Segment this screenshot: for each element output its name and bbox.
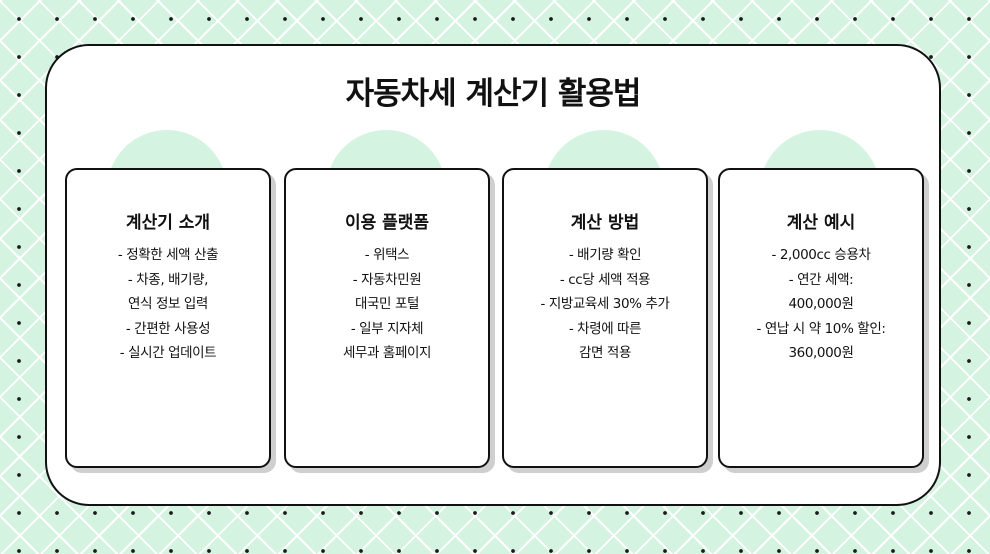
card-list: - 2,000cc 승용차 - 연간 세액: 400,000원 - 연납 시 약…: [720, 243, 922, 366]
info-card: 계산 방법 - 배기량 확인 - cc당 세액 적용 - 지방교육세 30% 추…: [502, 168, 708, 468]
list-item: 연식 정보 입력: [128, 296, 208, 312]
card-calc-method: 계산 방법 - 배기량 확인 - cc당 세액 적용 - 지방교육세 30% 추…: [502, 130, 708, 468]
list-item: - 차령에 따른: [568, 320, 642, 337]
card-heading: 계산기 소개: [125, 213, 211, 233]
card-calc-example: 계산 예시 - 2,000cc 승용차 - 연간 세액: 400,000원 - …: [718, 130, 924, 468]
list-item: - 일부 지자체: [350, 320, 424, 337]
list-item: 360,000원: [788, 345, 854, 361]
card-list: - 배기량 확인 - cc당 세액 적용 - 지방교육세 30% 추가 - 차령…: [504, 243, 706, 366]
list-item: 대국민 포털: [355, 296, 419, 312]
list-item: 400,000원: [788, 296, 854, 312]
card-list: - 위택스 - 자동차민원 대국민 포털 - 일부 지자체 세무과 홈페이지: [286, 243, 488, 366]
card-platforms: 이용 플랫폼 - 위택스 - 자동차민원 대국민 포털 - 일부 지자체 세무과…: [284, 130, 490, 468]
info-card: 이용 플랫폼 - 위택스 - 자동차민원 대국민 포털 - 일부 지자체 세무과…: [284, 168, 490, 468]
page-title: 자동차세 계산기 활용법: [345, 76, 642, 112]
list-item: - 연간 세액:: [788, 271, 854, 288]
list-item: 감면 적용: [579, 345, 631, 361]
card-heading: 이용 플랫폼: [344, 213, 430, 233]
list-item: - cc당 세액 적용: [559, 271, 651, 288]
list-item: - 2,000cc 승용차: [771, 247, 871, 263]
list-item: - 자동차민원: [352, 271, 422, 288]
main-panel: 자동차세 계산기 활용법 계산기 소개 - 정확한 세액 산출 - 차종, 배기…: [45, 44, 941, 506]
list-item: 세무과 홈페이지: [342, 345, 432, 361]
list-item: - 위택스: [364, 247, 410, 263]
info-card: 계산 예시 - 2,000cc 승용차 - 연간 세액: 400,000원 - …: [718, 168, 924, 468]
card-heading: 계산 예시: [786, 213, 856, 233]
card-calculator-intro: 계산기 소개 - 정확한 세액 산출 - 차종, 배기량, 연식 정보 입력 -…: [65, 130, 271, 468]
card-heading: 계산 방법: [570, 213, 640, 233]
list-item: - 정확한 세액 산출: [117, 247, 219, 263]
list-item: - 배기량 확인: [568, 247, 642, 263]
card-list: - 정확한 세액 산출 - 차종, 배기량, 연식 정보 입력 - 간편한 사용…: [67, 243, 269, 366]
info-card: 계산기 소개 - 정확한 세액 산출 - 차종, 배기량, 연식 정보 입력 -…: [65, 168, 271, 468]
list-item: - 실시간 업데이트: [119, 345, 217, 361]
list-item: - 간편한 사용성: [125, 320, 211, 337]
list-item: - 차종, 배기량,: [127, 271, 209, 288]
list-item: - 지방교육세 30% 추가: [540, 296, 670, 312]
list-item: - 연납 시 약 10% 할인:: [756, 320, 886, 337]
